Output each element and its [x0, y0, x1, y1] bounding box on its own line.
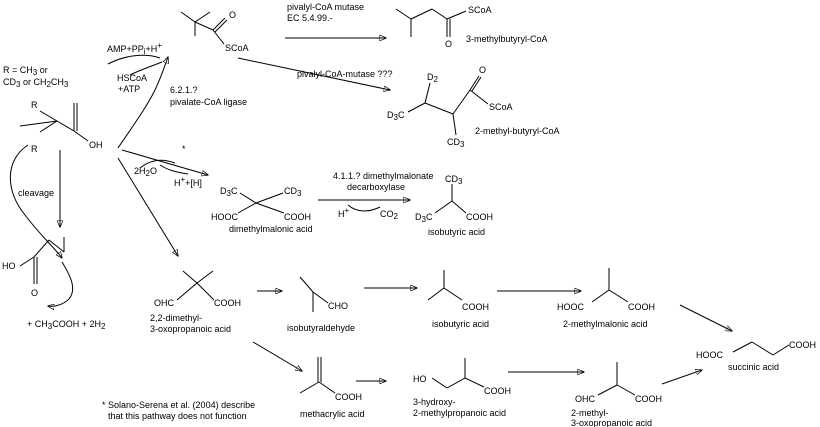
pivalyl-coa-structure: O SCoA	[180, 10, 249, 53]
atom-oh: OH	[89, 140, 103, 150]
atom-r-top: R	[31, 100, 38, 110]
svg-text:COOH: COOH	[462, 302, 489, 312]
methyl-oxopropanoic-structure: OHC COOH 2-methyl- 3-oxopropanoic acid	[571, 362, 662, 427]
hscoa-cofactor: HSCoA	[117, 73, 147, 83]
acetate-products: + CH3COOH + 2H2	[27, 319, 106, 331]
arrow-to-oxopropanoic	[117, 157, 178, 256]
svg-text:decarboxylase: decarboxylase	[347, 182, 405, 192]
svg-text:SCoA: SCoA	[225, 43, 249, 53]
compound-methacrylic-acid: methacrylic acid	[300, 409, 365, 419]
svg-text:R = CH3 or: R = CH3 or	[3, 65, 48, 77]
svg-text:CD3: CD3	[447, 137, 465, 149]
svg-text:EC 5.4.99.-: EC 5.4.99.-	[287, 13, 333, 23]
svg-text:O: O	[479, 65, 486, 75]
svg-text:COOH: COOH	[789, 340, 816, 350]
ligase-name: pivalate-CoA ligase	[170, 97, 247, 107]
compound-isobutyraldehyde: isobutyraldehyde	[287, 323, 355, 333]
dimethyl-oxopropanoic-structure: OHC COOH 2,2-dimethyl- 3-oxopropanoic ac…	[150, 270, 241, 334]
svg-text:SCoA: SCoA	[489, 102, 513, 112]
succinic-structure: HOOC COOH succinic acid	[696, 340, 816, 372]
methylmalonic-structure: HOOC COOH 2-methylmalonic acid	[557, 268, 655, 329]
svg-text:H+: H+	[338, 206, 350, 219]
svg-text:4.1.1.? dimethylmalonate: 4.1.1.? dimethylmalonate	[333, 171, 434, 181]
svg-text:2H2O: 2H2O	[134, 166, 157, 178]
compound-isobutyric-acid-1: isobutyric acid	[428, 227, 485, 237]
isobutyric-acid-structure-2: COOH isobutyric acid	[427, 270, 489, 329]
pivalic-acid-structure: R R OH	[19, 100, 103, 154]
svg-text:CHO: CHO	[328, 301, 348, 311]
svg-text:H++[H]: H++[H]	[174, 175, 202, 188]
butyric-acid-structure: HO O + CH3COOH + 2H2	[2, 237, 106, 331]
svg-text:D3C: D3C	[220, 186, 238, 198]
svg-text:OHC: OHC	[154, 298, 175, 308]
decarboxylase-reaction: 4.1.1.? dimethylmalonate decarboxylase H…	[318, 171, 434, 221]
svg-text:HOOC: HOOC	[557, 302, 585, 312]
footnote: * Solano-Serena et al. (2004) describe t…	[102, 400, 255, 421]
methacrylic-structure: COOH methacrylic acid	[299, 357, 365, 419]
compound-dimethylmalonic-acid: dimethylmalonic acid	[229, 224, 313, 234]
svg-text:COOH: COOH	[628, 302, 655, 312]
svg-text:COOH: COOH	[635, 394, 662, 404]
svg-text:2,2-dimethyl-: 2,2-dimethyl-	[150, 313, 202, 323]
ligase-ec: 6.2.1.?	[170, 85, 198, 95]
compound-methyl-oxopropanoic-acid: 3-oxopropanoic acid	[571, 418, 652, 427]
amp-products: AMP+PPi+H+	[107, 41, 162, 56]
compound-dimethyl-oxopropanoic-acid: 3-oxopropanoic acid	[150, 324, 231, 334]
svg-text:pivalyl-CoA-mutase ???: pivalyl-CoA-mutase ???	[297, 69, 393, 79]
svg-text:3-hydroxy-: 3-hydroxy-	[413, 397, 456, 407]
svg-text:O: O	[229, 10, 236, 20]
compound-isobutyric-acid-2: isobutyric acid	[432, 319, 489, 329]
svg-text:* Solano-Serena et al. (2004): * Solano-Serena et al. (2004) describe	[102, 400, 255, 410]
atp-cofactor: +ATP	[118, 84, 140, 94]
arrow-to-succinic-2	[661, 370, 702, 385]
compound-hydroxy-methylpropanoic-acid: 2-methylpropanoic acid	[413, 408, 506, 418]
hydrolysis-reaction: * 2H2O H++[H]	[121, 144, 208, 188]
methylbutyryl-coa2-structure: D2 D3C O SCoA CD3 2-methyl-butyryl-CoA	[387, 65, 560, 149]
methylbutyryl-coa-structure: SCoA O 3-methylbutyryl-CoA	[395, 5, 548, 49]
atom-r-bottom: R	[31, 144, 38, 154]
isobutyraldehyde-structure: CHO isobutyraldehyde	[287, 276, 355, 333]
svg-text:*: *	[182, 144, 186, 154]
cleavage-arrows: cleavage	[9, 144, 74, 306]
svg-text:D3C: D3C	[415, 212, 433, 224]
svg-text:D3C: D3C	[387, 110, 405, 122]
hydroxy-methylpropanoic-structure: HO COOH 3-hydroxy- 2-methylpropanoic aci…	[413, 358, 511, 418]
svg-text:HO: HO	[2, 261, 16, 271]
svg-text:HO: HO	[413, 374, 427, 384]
arrow-to-succinic-1	[679, 304, 732, 331]
svg-text:HOOC: HOOC	[211, 212, 239, 222]
svg-text:COOH: COOH	[335, 392, 362, 402]
arrow-to-methacrylic	[252, 341, 302, 371]
svg-text:O: O	[445, 39, 452, 49]
dimethylmalonic-structure: D3C CD3 HOOC COOH dimethylmalonic acid	[211, 186, 313, 234]
svg-text:OHC: OHC	[575, 394, 596, 404]
compound-methylmalonic-acid: 2-methylmalonic acid	[563, 319, 648, 329]
svg-text:CD3: CD3	[445, 174, 463, 186]
svg-text:D2: D2	[427, 72, 439, 84]
svg-text:CD3: CD3	[284, 186, 302, 198]
svg-text:HOOC: HOOC	[696, 350, 724, 360]
svg-text:COOH: COOH	[284, 212, 311, 222]
svg-text:CD3 or CH2CH3: CD3 or CH2CH3	[3, 77, 69, 89]
ligase-reaction: AMP+PPi+H+ HSCoA +ATP 6.2.1.? pivalate-C…	[107, 41, 247, 149]
svg-text:SCoA: SCoA	[468, 5, 492, 15]
compound-succinic-acid: succinic acid	[728, 362, 779, 372]
svg-text:pivalyl-CoA mutase: pivalyl-CoA mutase	[287, 2, 364, 12]
compound-methylbutyryl-coa-2: 2-methyl-butyryl-CoA	[475, 126, 560, 136]
mutase-reactions: pivalyl-CoA mutase EC 5.4.99.- pivalyl-C…	[237, 2, 393, 90]
svg-text:2-methyl-: 2-methyl-	[571, 408, 609, 418]
svg-text:O: O	[31, 288, 38, 298]
svg-text:COOH: COOH	[466, 212, 493, 222]
svg-text:COOH: COOH	[214, 298, 241, 308]
cleavage-label: cleavage	[18, 188, 54, 198]
isobutyric-acid-structure-1: CD3 D3C COOH isobutyric acid	[415, 174, 493, 237]
compound-methylbutyryl-coa: 3-methylbutyryl-CoA	[466, 34, 548, 44]
svg-text:COOH: COOH	[484, 386, 511, 396]
r-definition: R = CH3 or CD3 or CH2CH3	[3, 65, 69, 89]
svg-text:that this pathway does not fun: that this pathway does not function	[108, 411, 247, 421]
svg-text:CO2: CO2	[380, 209, 399, 221]
